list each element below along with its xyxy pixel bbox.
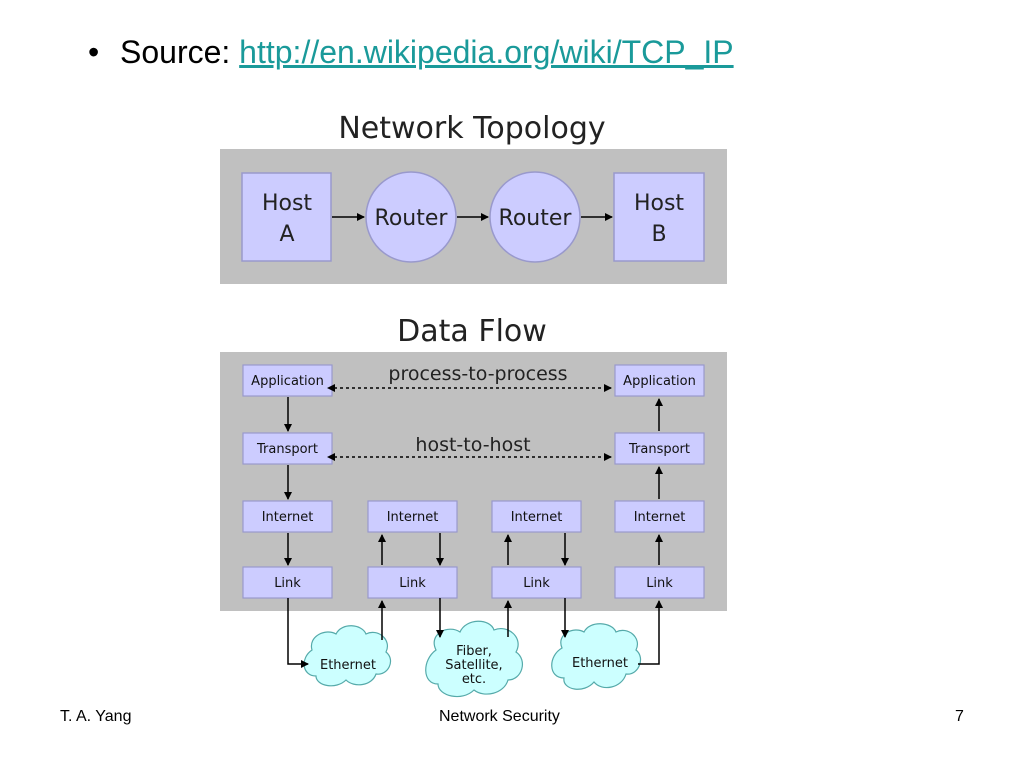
router-1-node [365, 171, 457, 263]
host-a-link-box [242, 566, 333, 599]
host-b-label-line2: B [651, 222, 666, 247]
host-a-label-line2: A [279, 222, 294, 247]
host-b-label-line1: Host [634, 191, 684, 216]
host-b-box [613, 172, 705, 262]
fiber-label-line3: etc. [462, 672, 486, 687]
fiber-label-line2: Satellite, [445, 658, 502, 673]
connector-ethernet-link4 [638, 600, 663, 665]
router-1-internet-box [367, 500, 458, 533]
fiber-label-line1: Fiber, [456, 644, 492, 659]
host-b-internet-box [614, 500, 705, 533]
source-bullet: • Source: http://en.wikipedia.org/wiki/TC… [88, 34, 734, 71]
host-a-box [241, 172, 332, 262]
ethernet-right-label: Ethernet [572, 656, 628, 671]
host-a-application-label: Application [251, 374, 324, 389]
router-2-node [489, 171, 581, 263]
router-1-link-box [367, 566, 458, 599]
host-a-application-box [242, 364, 333, 397]
router-1-internet-label: Internet [387, 510, 439, 525]
footer-page-number: 7 [955, 708, 964, 725]
router-2-link-label: Link [523, 576, 550, 591]
host-b-transport-box [614, 432, 705, 465]
topology-title: Network Topology [338, 111, 605, 146]
process-to-process-label: process-to-process [388, 363, 567, 385]
footer-course: Network Security [439, 708, 560, 725]
ethernet-left-label: Ethernet [320, 658, 376, 673]
host-a-transport-box [242, 432, 333, 465]
host-a-internet-label: Internet [262, 510, 314, 525]
host-b-application-label: Application [623, 374, 696, 389]
router-2-link-box [491, 566, 582, 599]
host-b-transport-label: Transport [628, 442, 690, 457]
footer-author: T. A. Yang [60, 708, 132, 725]
ethernet-left-cloud: Ethernet [303, 625, 391, 687]
source-link[interactable]: http://en.wikipedia.org/wiki/TCP_IP [239, 34, 734, 70]
router-2-internet-label: Internet [511, 510, 563, 525]
host-b-link-box [614, 566, 705, 599]
bullet-marker: • [88, 34, 100, 70]
flow-arrows [284, 397, 663, 566]
router-2-internet-box [491, 500, 582, 533]
router-1-link-label: Link [399, 576, 426, 591]
host-b-application-box [614, 364, 705, 397]
connector-link1-ethernet [287, 598, 309, 668]
host-b-link-label: Link [646, 576, 673, 591]
host-a-internet-box [242, 500, 333, 533]
dataflow-title: Data Flow [397, 314, 547, 349]
host-b-internet-label: Internet [634, 510, 686, 525]
host-a-transport-label: Transport [256, 442, 318, 457]
source-label: Source: [120, 34, 231, 70]
fiber-satellite-cloud: Fiber, Satellite, etc. [425, 620, 524, 698]
router-1-label: Router [375, 206, 449, 231]
host-a-label-line1: Host [262, 191, 312, 216]
host-a-link-label: Link [274, 576, 301, 591]
ethernet-right-cloud: Ethernet [551, 623, 641, 690]
router-2-label: Router [499, 206, 573, 231]
host-to-host-label: host-to-host [415, 434, 530, 456]
